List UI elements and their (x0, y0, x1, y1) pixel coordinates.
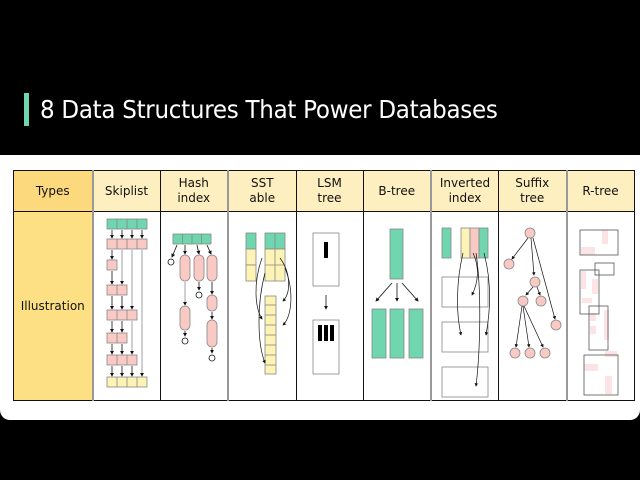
skiplist-illustration (91, 211, 161, 401)
header-skiplist: Skiplist (91, 170, 161, 212)
sstable-illustration (227, 211, 297, 401)
b-tree-diagram (371, 228, 424, 359)
lsm-tree-illustration (295, 211, 364, 401)
header-r-tree: R-tree (565, 170, 635, 212)
illustration-row: Illustration (13, 211, 635, 401)
inverted-index-diagram (441, 227, 490, 398)
hash-index-diagram (167, 233, 218, 362)
types-label: Types (13, 170, 93, 212)
header-text: tree (520, 191, 545, 205)
header-text: R-tree (582, 183, 619, 198)
suffix-tree-illustration (498, 211, 567, 401)
illustration-label: Illustration (13, 211, 93, 401)
title-accent-bar (24, 93, 29, 126)
header-text: tree (317, 191, 342, 205)
inverted-index-illustration (430, 211, 499, 401)
skiplist-diagram (106, 218, 147, 388)
page-title: 8 Data Structures That Power Databases (40, 95, 498, 124)
b-tree-illustration (362, 211, 432, 401)
header-text: B-tree (378, 183, 416, 198)
header-text: able (249, 191, 276, 205)
r-tree-diagram (579, 229, 618, 396)
header-text: LSM (317, 176, 342, 190)
suffix-tree-diagram (503, 227, 562, 359)
hash-index-illustration (159, 211, 229, 401)
header-text: index (177, 191, 211, 205)
lsm-tree-diagram (312, 232, 339, 375)
header-text: Hash (178, 176, 209, 190)
header-text: Inverted (439, 176, 491, 190)
sstable-diagram (245, 232, 292, 375)
header-text: index (448, 191, 482, 205)
header-text: Suffix (515, 176, 550, 190)
r-tree-illustration (565, 211, 635, 401)
header-b-tree: B-tree (362, 170, 432, 212)
header-text: SST (250, 176, 274, 190)
header-text: Skiplist (104, 183, 149, 198)
